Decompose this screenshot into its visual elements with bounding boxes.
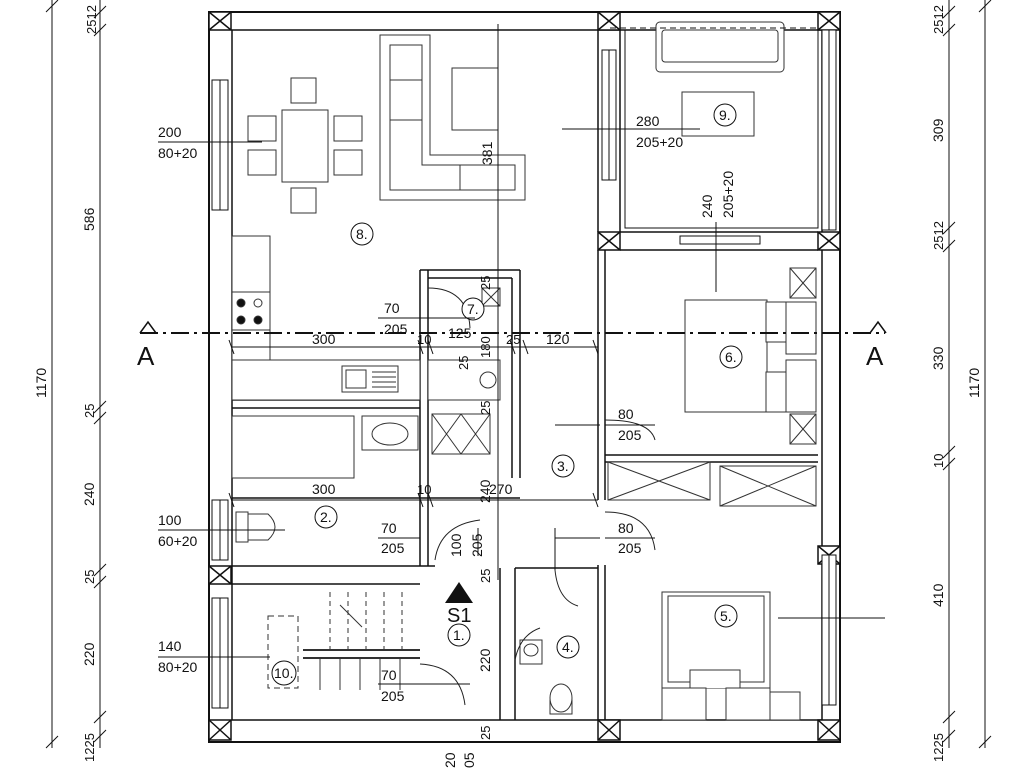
left-240: 240: [81, 482, 97, 506]
door-1-width: 70: [381, 667, 397, 683]
balcony-sofa: [655, 21, 785, 73]
right-top: 2512: [931, 5, 946, 34]
room-2-label: 2.: [320, 509, 332, 525]
room-6-label: 6.: [725, 349, 737, 365]
right-410: 410: [930, 583, 946, 607]
columns: [208, 11, 841, 741]
wardrobes-room-6: [607, 461, 817, 507]
left-1225: 1225: [82, 733, 97, 762]
door-4-height: 05: [461, 752, 477, 768]
dim-180: 180: [478, 336, 493, 358]
living-table: [451, 67, 499, 131]
room-1-label: 1.: [453, 627, 465, 643]
interior-dimension-lines: [228, 339, 599, 508]
kitchen-counter: [231, 235, 421, 401]
dim-10-bath: 10: [417, 482, 431, 497]
entrance-arrow-icon: [445, 582, 473, 603]
left-220: 220: [81, 642, 97, 666]
dim-25-stair: 25: [456, 356, 471, 370]
window-2-width: 100: [158, 512, 182, 528]
window-9b-height: 205+20: [720, 171, 736, 218]
right-dimension-chain: [942, 0, 992, 749]
dim-125: 125: [448, 325, 472, 341]
entrance-marker: S1: [447, 605, 471, 627]
dim-25-wc: 25: [478, 726, 493, 740]
right-1225: 1225: [931, 733, 946, 762]
dim-381: 381: [479, 141, 495, 165]
door-4-width: 220: [477, 648, 493, 672]
window-8-width: 200: [158, 124, 182, 140]
door-6-width: 80: [618, 406, 634, 422]
door-7-height: 205: [384, 321, 408, 337]
left-25b: 25: [82, 570, 97, 584]
section-label-left: A: [137, 341, 155, 371]
window-10-width: 140: [158, 638, 182, 654]
window-8-height: 80+20: [158, 145, 198, 161]
door-1-height: 205: [381, 688, 405, 704]
wc-fixtures: [519, 639, 573, 715]
dim-120: 120: [546, 331, 570, 347]
room-10-label: 10.: [274, 665, 293, 681]
left-dimension-chain: [45, 0, 107, 749]
room-7-label: 7.: [467, 301, 479, 317]
staircase: [267, 592, 420, 690]
dim-25-room3: 25: [478, 401, 493, 415]
room-8-label: 8.: [356, 226, 368, 242]
dim-270: 270: [489, 481, 513, 497]
room-5-label: 5.: [720, 608, 732, 624]
room-labels: [271, 103, 743, 686]
corner-sofa: [379, 34, 526, 201]
windows: [211, 29, 837, 709]
dim-25-kitchen: 25: [506, 332, 520, 347]
window-10-height: 80+20: [158, 659, 198, 675]
door-2-width: 70: [381, 520, 397, 536]
door-6-height: 205: [618, 427, 642, 443]
dim-300-kitchen: 300: [312, 331, 336, 347]
door-7-width: 70: [384, 300, 400, 316]
dim-240-hall: 240: [477, 479, 493, 503]
right-330: 330: [930, 346, 946, 370]
right-10: 10: [931, 454, 946, 468]
room-9-label: 9.: [719, 107, 731, 123]
left-top: 2512: [84, 5, 99, 34]
right-total: 1170: [966, 368, 982, 398]
dim-300-bath: 300: [312, 481, 336, 497]
dining-set: [247, 77, 363, 214]
door-2-height: 205: [381, 540, 405, 556]
right-309: 309: [930, 118, 946, 142]
bathroom-fixtures: [231, 415, 419, 543]
section-label-right: A: [866, 341, 884, 371]
door-5-height: 205: [618, 540, 642, 556]
door-4b-width: 20: [442, 752, 458, 768]
window-2-height: 60+20: [158, 533, 198, 549]
dim-10-kitchen: 10: [417, 332, 431, 347]
room-7-fixtures: [427, 287, 501, 401]
room-3-label: 3.: [557, 458, 569, 474]
dim-25-hall: 25: [478, 569, 493, 583]
door-5-width: 80: [618, 520, 634, 536]
left-total: 1170: [33, 368, 49, 398]
left-25a: 25: [82, 404, 97, 418]
room-4-label: 4.: [562, 639, 574, 655]
window-9-height: 205+20: [636, 134, 683, 150]
window-9b-width: 240: [699, 194, 715, 218]
wardrobe-room-3: [431, 413, 491, 455]
door-1b-width: 100: [448, 533, 464, 557]
left-586: 586: [81, 207, 97, 231]
window-9-width: 280: [636, 113, 660, 129]
right-2512: 2512: [931, 221, 946, 250]
opening-leaders: [158, 24, 885, 685]
dim-25-room7: 25: [478, 276, 493, 290]
door-1b-height: 205: [469, 533, 485, 557]
